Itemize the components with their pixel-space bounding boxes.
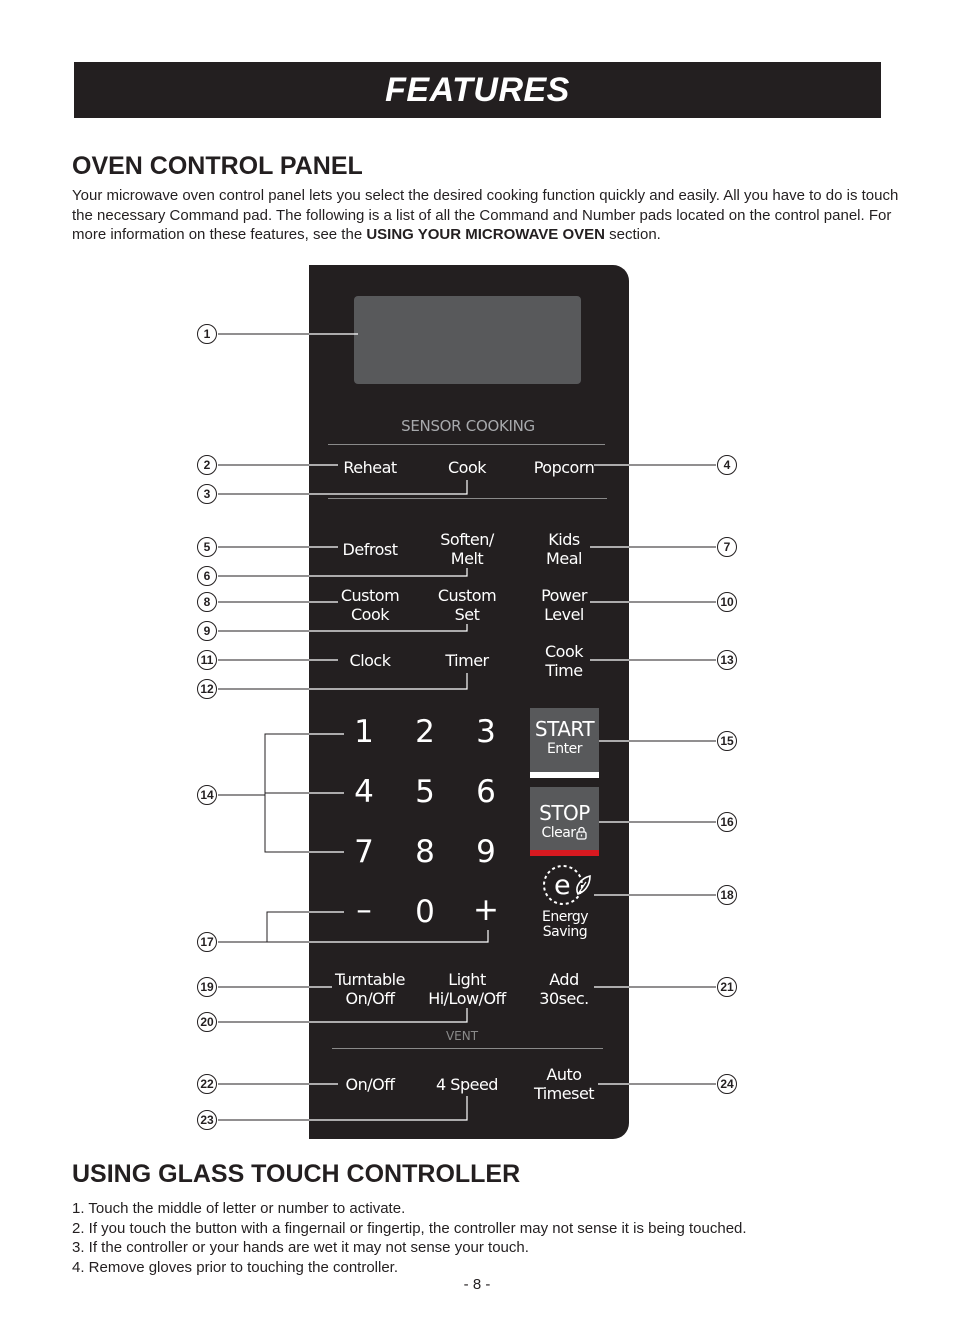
vent-label: VENT	[445, 1029, 479, 1043]
callout-14: 14	[197, 785, 217, 805]
callout-4: 4	[717, 455, 737, 475]
callout-9: 9	[197, 621, 217, 641]
callout-3: 3	[197, 484, 217, 504]
start-indicator-bar	[530, 772, 599, 778]
kids-meal-pad[interactable]: Kids Meal	[546, 530, 582, 568]
instruction-step: 3. If the controller or your hands are w…	[72, 1239, 529, 1257]
number-pad-0[interactable]: 0	[415, 894, 435, 930]
turntable-pad[interactable]: Turntable On/Off	[335, 970, 405, 1008]
number-pad-3[interactable]: 3	[476, 714, 496, 750]
section-title-glass-touch: USING GLASS TOUCH CONTROLLER	[72, 1160, 521, 1188]
clock-pad[interactable]: Clock	[349, 651, 391, 670]
clear-label: Clear	[541, 825, 576, 841]
callout-11: 11	[197, 650, 217, 670]
callout-13: 13	[717, 650, 737, 670]
add-30sec-pad[interactable]: Add 30sec.	[539, 970, 589, 1008]
callout-8: 8	[197, 592, 217, 612]
popcorn-pad[interactable]: Popcorn	[533, 458, 595, 477]
callout-19: 19	[197, 977, 217, 997]
enter-label: Enter	[546, 741, 583, 757]
start-label: START	[534, 717, 595, 741]
control-panel	[309, 265, 629, 1139]
number-pad-2[interactable]: 2	[415, 714, 435, 750]
intro-end-text: section.	[604, 226, 661, 244]
sensor-divider-top	[328, 444, 605, 445]
callout-22: 22	[197, 1074, 217, 1094]
callout-20: 20	[197, 1012, 217, 1032]
callout-21: 21	[717, 977, 737, 997]
vent-divider	[332, 1048, 603, 1049]
minus-pad[interactable]: –	[356, 892, 372, 928]
svg-text:e: e	[554, 870, 571, 901]
callout-7: 7	[717, 537, 737, 557]
number-pad-1[interactable]: 1	[354, 714, 374, 750]
intro-paragraph: Your microwave oven control panel lets y…	[72, 186, 912, 245]
vent-onoff-pad[interactable]: On/Off	[345, 1075, 395, 1094]
cook-time-pad[interactable]: Cook Time	[544, 642, 584, 680]
callout-24: 24	[717, 1074, 737, 1094]
callout-16: 16	[717, 812, 737, 832]
number-pad-7[interactable]: 7	[354, 834, 374, 870]
section-title-control-panel: OVEN CONTROL PANEL	[72, 152, 363, 180]
plus-pad[interactable]: +	[473, 892, 499, 928]
page-number: - 8 -	[463, 1276, 491, 1293]
sensor-cooking-label: SENSOR COOKING	[401, 417, 535, 435]
instruction-step: 1. Touch the middle of letter or number …	[72, 1200, 406, 1217]
stop-button[interactable]: STOP Clear	[530, 787, 599, 856]
custom-cook-pad[interactable]: Custom Cook	[340, 586, 400, 624]
stop-indicator-bar	[530, 850, 599, 856]
instruction-step: 4. Remove gloves prior to touching the c…	[72, 1258, 399, 1276]
light-pad[interactable]: Light Hi/Low/Off	[428, 970, 506, 1008]
instruction-list: 1. Touch the middle of letter or number …	[72, 1199, 747, 1277]
callout-6: 6	[197, 566, 217, 586]
leader-light-group	[309, 333, 629, 1121]
custom-set-pad[interactable]: Custom Set	[437, 586, 497, 624]
soften-melt-pad[interactable]: Soften/ Melt	[440, 530, 494, 568]
number-pad-8[interactable]: 8	[415, 834, 435, 870]
page-title: FEATURES	[385, 71, 570, 109]
start-button[interactable]: START Enter	[530, 708, 599, 778]
auto-timeset-pad[interactable]: Auto Timeset	[533, 1065, 595, 1103]
intro-bold-text: USING YOUR MICROWAVE OVEN	[366, 226, 605, 244]
energy-saving-icon: e	[543, 865, 591, 905]
callout-18: 18	[717, 885, 737, 905]
intro-text: Your microwave oven control panel lets y…	[72, 187, 899, 244]
power-level-pad[interactable]: Power Level	[541, 586, 587, 624]
callout-23: 23	[197, 1110, 217, 1130]
timer-pad[interactable]: Timer	[445, 651, 489, 670]
number-pad-9[interactable]: 9	[476, 834, 496, 870]
number-pad-6[interactable]: 6	[476, 774, 496, 810]
reheat-pad[interactable]: Reheat	[343, 458, 397, 477]
number-pad-4[interactable]: 4	[354, 774, 374, 810]
callout-17: 17	[197, 932, 217, 952]
callout-15: 15	[717, 731, 737, 751]
display-window	[354, 296, 581, 384]
instruction-step: 2. If you touch the button with a finger…	[72, 1219, 747, 1237]
callout-10: 10	[717, 592, 737, 612]
sensor-divider-bottom	[328, 498, 607, 499]
callout-2: 2	[197, 455, 217, 475]
leader-dark-group	[218, 333, 716, 1121]
features-banner: FEATURES	[74, 62, 881, 118]
callout-1: 1	[197, 324, 217, 344]
defrost-pad[interactable]: Defrost	[342, 540, 398, 559]
cook-pad[interactable]: Cook	[447, 458, 487, 477]
energy-saving-pad[interactable]: Energy Saving	[541, 909, 589, 940]
vent-speed-pad[interactable]: 4 Speed	[436, 1075, 498, 1094]
callout-5: 5	[197, 537, 217, 557]
lock-icon	[576, 826, 587, 840]
stop-label: STOP	[539, 801, 590, 825]
callout-12: 12	[197, 679, 217, 699]
number-pad-5[interactable]: 5	[415, 774, 435, 810]
